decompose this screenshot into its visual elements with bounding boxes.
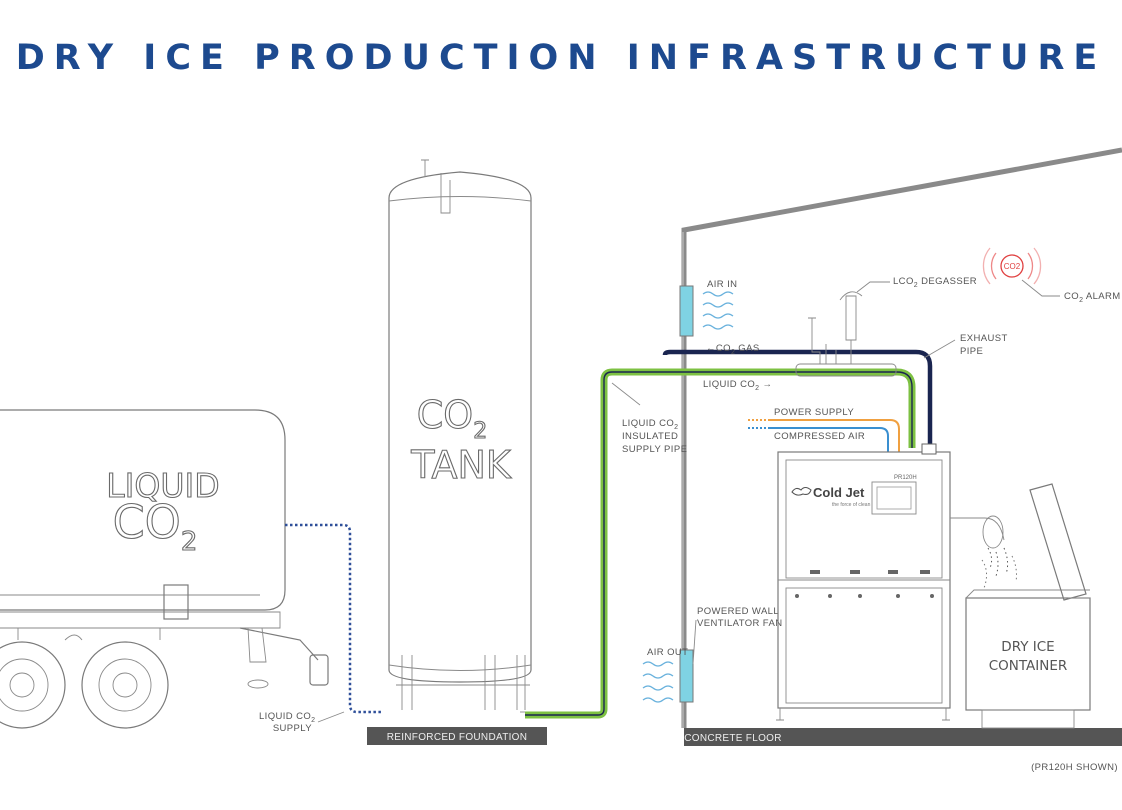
trailer-label-line2: CO2	[113, 495, 198, 557]
building-outline	[681, 147, 1122, 728]
air-out-vent	[679, 649, 694, 703]
warning-alarm-icon	[982, 247, 1042, 285]
reinforced-foundation	[367, 727, 547, 745]
exhaust-pipe-label-1: EXHAUST	[960, 333, 1008, 344]
liquid-co2-supply-hose	[285, 523, 382, 714]
exhaust-pipe	[662, 349, 933, 450]
trailer-wheel-front	[0, 641, 66, 729]
pr120h-machine	[776, 443, 951, 721]
lco2-degasser	[795, 291, 897, 377]
trailer-wheel-rear	[81, 641, 169, 729]
insulated-pipe-label-1: LIQUID CO2	[622, 418, 678, 431]
liquid-co2-trailer	[0, 409, 329, 729]
air-in-vent	[679, 285, 694, 337]
trailer-label-line1: LIQUID	[106, 466, 219, 505]
co2-tank	[388, 159, 532, 713]
insulated-pipe-label-3: SUPPLY PIPE	[622, 444, 687, 455]
ventilator-label-1: POWERED WALL	[697, 606, 779, 617]
liquid-co2-insulated-pipe	[525, 368, 916, 719]
alarm-icon-text: CO2	[1004, 262, 1021, 271]
output-chute	[950, 515, 1017, 589]
air-out-waves	[642, 661, 674, 703]
air-out-label: AIR OUT	[647, 647, 688, 658]
dry-ice-container-label-2: CONTAINER	[989, 658, 1068, 674]
air-in-label: AIR IN	[707, 279, 737, 290]
cold-jet-logo-icon	[791, 486, 812, 496]
co2-alarm-label: CO2 ALARM	[1064, 291, 1121, 304]
pr120h-shown-note: (PR120H SHOWN)	[1031, 762, 1118, 773]
compressed-air-label: COMPRESSED AIR	[774, 431, 865, 442]
machine-brand: Cold Jet	[813, 485, 865, 500]
liquid-co2-supply-label-2: SUPPLY	[273, 723, 312, 734]
insulated-pipe-label-2: INSULATED	[622, 431, 678, 442]
page-title: DRY ICE PRODUCTION INFRASTRUCTURE	[15, 38, 1107, 78]
air-in-waves	[702, 291, 734, 330]
co2-gas-label: ←CO2 GAS	[706, 343, 760, 356]
machine-model: PR120H	[894, 475, 917, 481]
dry-ice-container	[965, 483, 1091, 729]
liquid-co2-supply-label: LIQUID CO2	[259, 711, 315, 724]
ventilator-label-2: VENTILATOR FAN	[697, 618, 783, 629]
concrete-floor	[684, 728, 1122, 746]
liquid-co2-label: LIQUID CO2 →	[703, 379, 772, 392]
power-supply-label: POWER SUPPLY	[774, 407, 854, 418]
reinforced-foundation-label: REINFORCED FOUNDATION	[387, 732, 528, 743]
concrete-floor-label: CONCRETE FLOOR	[684, 733, 782, 744]
lco2-degasser-label: LCO2 DEGASSER	[893, 276, 977, 289]
exhaust-pipe-label-2: PIPE	[960, 346, 983, 357]
tank-label-line1: CO2	[417, 393, 487, 444]
dry-ice-container-label-1: DRY ICE	[1001, 639, 1054, 655]
machine-tagline: the force of clean	[832, 502, 871, 508]
tank-label-line2: TANK	[410, 443, 512, 487]
